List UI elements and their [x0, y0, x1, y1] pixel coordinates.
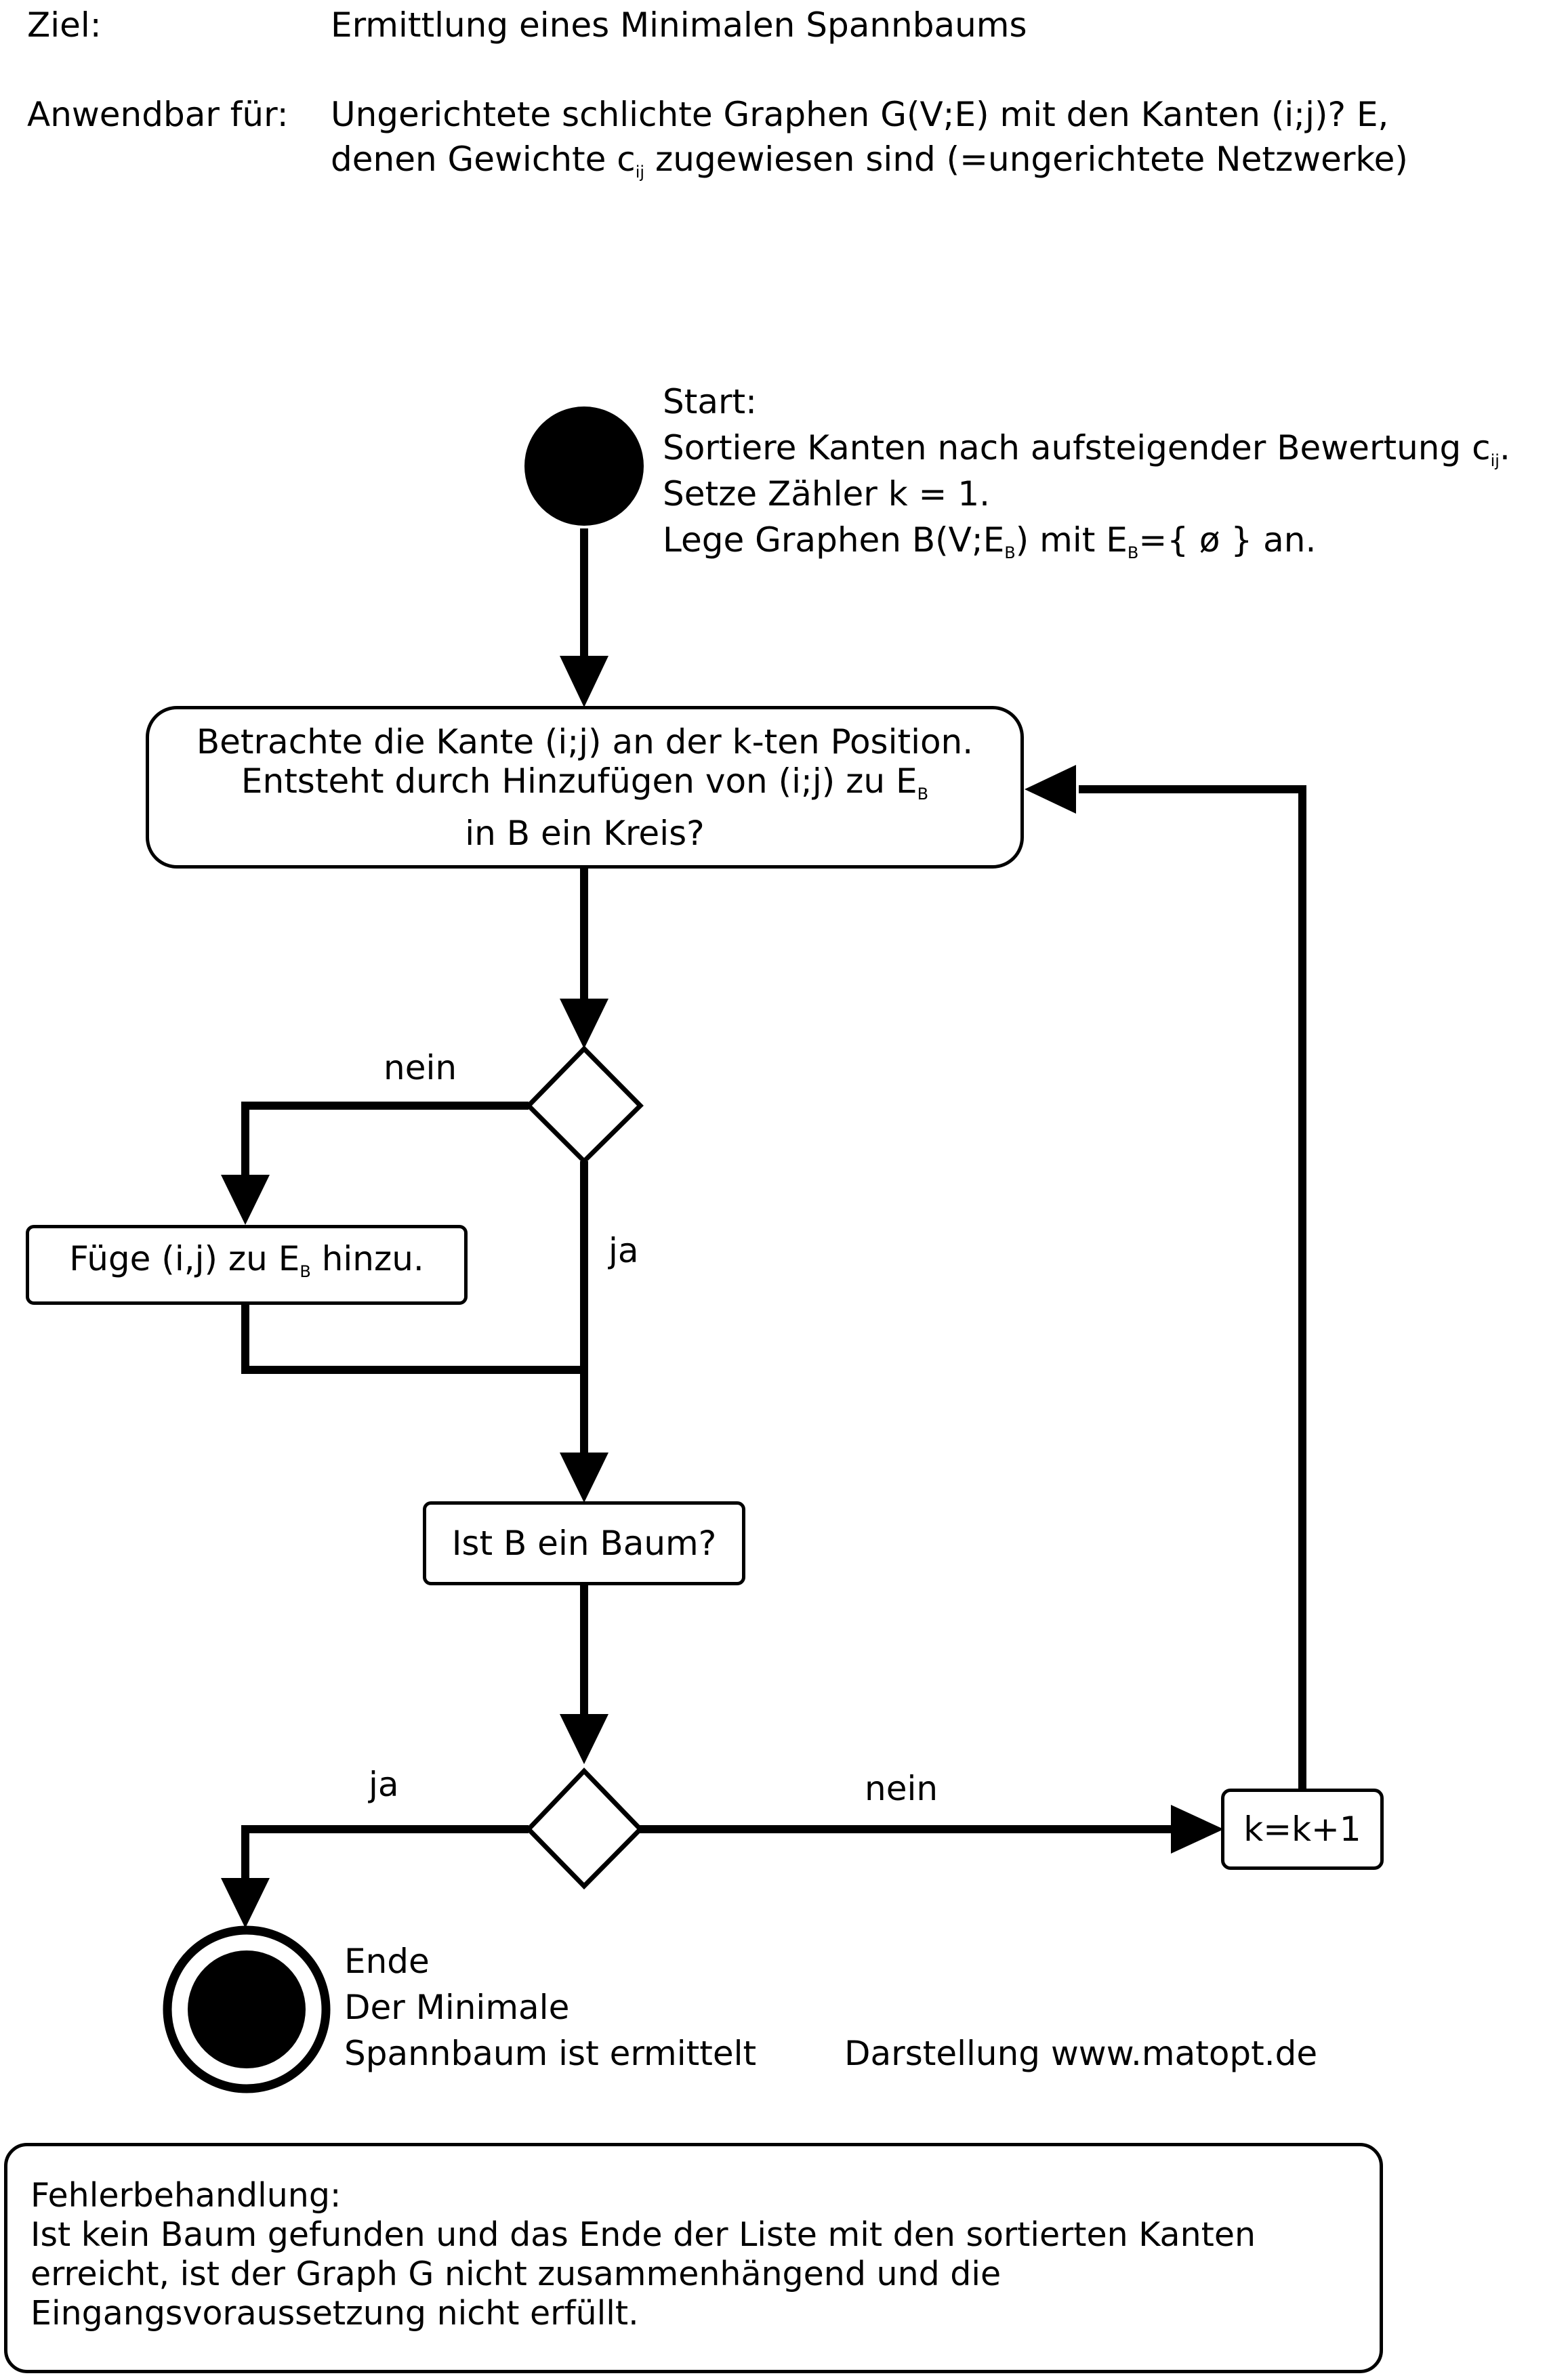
arrowhead-tree	[560, 1453, 608, 1503]
consider-line-1: Betrachte die Kante (i;j) an der k-ten P…	[196, 722, 974, 761]
tree-check-text: Ist B ein Baum?	[451, 1524, 717, 1563]
label-nein-bottom: nein	[865, 1769, 938, 1808]
end-label: Ende	[344, 1942, 430, 1981]
applies-line-1: Ungerichtete schlichte Graphen G(V;E) mi…	[331, 95, 1389, 134]
consider-edge-box: Betrachte die Kante (i;j) an der k-ten P…	[146, 706, 1024, 869]
arrowhead-diamond-2	[560, 1714, 608, 1764]
increment-box: k=k+1	[1221, 1789, 1384, 1870]
arrowhead-diamond-1	[560, 999, 608, 1049]
decision-diamond-tree	[525, 1767, 644, 1890]
goal-label: Ziel:	[27, 5, 102, 45]
label-nein-top: nein	[384, 1048, 457, 1087]
error-line-3: Eingangsvoraussetzung nicht erfüllt.	[30, 2294, 639, 2333]
credit-text: Darstellung www.matopt.de	[844, 2034, 1318, 2073]
arrowhead-consider	[560, 656, 608, 707]
end-node	[188, 1950, 306, 2068]
start-counter-text: Setze Zähler k = 1.	[663, 474, 991, 514]
start-sort-text: Sortiere Kanten nach aufsteigender Bewer…	[663, 428, 1510, 470]
connector-add-merge	[241, 1304, 584, 1374]
start-node	[524, 406, 644, 526]
error-title: Fehlerbehandlung:	[30, 2176, 342, 2215]
start-label: Start:	[663, 382, 757, 421]
applies-line-2: denen Gewichte cij zugewiesen sind (=ung…	[331, 140, 1408, 182]
arrowhead-end	[221, 1878, 270, 1928]
error-line-2: erreicht, ist der Graph G nicht zusammen…	[30, 2255, 1001, 2293]
consider-line-2: Entsteht durch Hinzufügen von (i;j) zu E…	[241, 761, 929, 803]
connector-loop-back	[1079, 785, 1306, 1789]
tree-check-box: Ist B ein Baum?	[423, 1501, 745, 1585]
end-line-2: Der Minimale	[344, 1988, 570, 2027]
error-line-1: Ist kein Baum gefunden und das Ende der …	[30, 2215, 1256, 2254]
goal-text: Ermittlung eines Minimalen Spannbaums	[331, 5, 1027, 45]
label-ja-top: ja	[608, 1231, 639, 1270]
arrowhead-add	[221, 1175, 270, 1225]
arrowhead-increment	[1171, 1805, 1224, 1854]
add-edge-text: Füge (i,j) zu EB hinzu.	[69, 1238, 424, 1281]
arrowhead-loop	[1025, 765, 1076, 814]
add-edge-box: Füge (i,j) zu EB hinzu.	[26, 1225, 468, 1305]
error-handling-box: Fehlerbehandlung: Ist kein Baum gefunden…	[4, 2143, 1383, 2373]
label-ja-bottom: ja	[369, 1765, 399, 1804]
increment-text: k=k+1	[1243, 1810, 1361, 1849]
decision-diamond-circle	[525, 1045, 644, 1165]
applies-label: Anwendbar für:	[27, 95, 289, 134]
start-graph-text: Lege Graphen B(V;EB) mit EB={ ø } an.	[663, 520, 1317, 562]
connector-ja-to-end	[241, 1825, 529, 1890]
consider-line-3: in B ein Kreis?	[465, 813, 705, 853]
connector-nein-to-add	[241, 1102, 529, 1182]
end-line-3: Spannbaum ist ermittelt	[344, 2034, 757, 2073]
